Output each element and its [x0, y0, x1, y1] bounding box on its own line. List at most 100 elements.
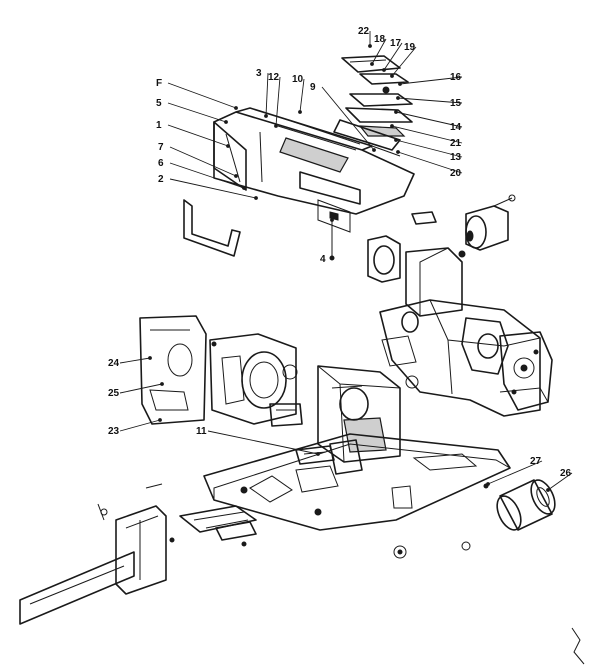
margin-mark: [571, 627, 585, 665]
callout-1: 1: [156, 120, 230, 148]
callout-10: 10: [292, 74, 305, 114]
callout-9: 9: [310, 82, 376, 152]
callout-number: 17: [390, 38, 402, 49]
callout-4: 4: [320, 218, 334, 265]
callout-arrow-tip: [242, 186, 246, 190]
callout-27: 27: [486, 456, 543, 486]
callout-3: 3: [256, 68, 269, 118]
callout-number: 22: [358, 26, 370, 37]
callout-11: 11: [196, 426, 320, 456]
callout-leader-line: [391, 125, 463, 144]
callout-leader-line: [119, 383, 163, 394]
callout-arrow-tip: [274, 124, 278, 128]
callout-arrow-tip: [382, 68, 386, 72]
callout-number: 18: [374, 34, 386, 45]
callout-arrow-tip: [330, 218, 334, 222]
callout-arrow-tip: [224, 120, 228, 124]
callout-arrow-tip: [254, 196, 258, 200]
callout-15: 15: [396, 96, 463, 109]
callout-14: 14: [394, 110, 463, 133]
callout-arrow-tip: [234, 106, 238, 110]
callout-number: 19: [404, 42, 416, 53]
callout-arrow-tip: [486, 482, 490, 486]
callout-number: 13: [450, 152, 462, 163]
callout-F: F: [156, 78, 238, 110]
callout-arrow-tip: [298, 110, 302, 114]
callout-24: 24: [108, 356, 152, 369]
callout-number: 24: [108, 358, 120, 369]
callout-leader-line: [547, 472, 573, 491]
callout-leader-line: [383, 42, 403, 71]
callout-number: 15: [450, 98, 462, 109]
callout-16: 16: [398, 72, 463, 86]
callout-leader-line: [399, 76, 463, 85]
callout-arrow-tip: [234, 174, 238, 178]
callout-number: 20: [450, 168, 462, 179]
callout-number: 23: [108, 426, 120, 437]
callout-13: 13: [394, 138, 463, 163]
callout-19: 19: [390, 42, 417, 78]
callout-arrow-tip: [316, 452, 320, 456]
callout-6: 6: [158, 158, 246, 190]
callout-arrow-tip: [264, 114, 268, 118]
callout-number: 12: [268, 72, 280, 83]
callout-number: 11: [196, 426, 207, 437]
callout-7: 7: [158, 142, 238, 178]
callout-leader-line: [395, 111, 463, 128]
callout-leader-line: [167, 102, 227, 123]
callout-number: 2: [158, 174, 164, 185]
callout-leader-line: [275, 76, 281, 127]
callout-leader-line: [391, 46, 417, 77]
callout-number: 14: [450, 122, 462, 133]
callout-26: 26: [546, 468, 573, 492]
callout-leader-line: [487, 460, 543, 485]
callout-leader-line: [321, 86, 375, 151]
callout-number: 7: [158, 142, 164, 153]
callout-number: 10: [292, 74, 304, 85]
projection-lens: [496, 479, 556, 531]
top-small-parts: [333, 55, 413, 157]
callout-leader-line: [371, 38, 387, 65]
callout-23: 23: [108, 418, 162, 437]
callout-leader-line: [167, 82, 237, 109]
callout-arrow-tip: [158, 418, 162, 422]
callout-arrow-tip: [394, 110, 398, 114]
callout-leader-line: [397, 151, 463, 174]
callout-leader-line: [169, 146, 237, 177]
callout-leader-line: [169, 178, 257, 199]
callout-number: F: [156, 78, 162, 89]
callout-arrow-tip: [396, 96, 400, 100]
callout-22: 22: [358, 26, 372, 48]
callout-arrow-tip: [396, 150, 400, 154]
callout-number: 9: [310, 82, 316, 93]
left-side-panels: [139, 315, 298, 425]
callout-12: 12: [268, 72, 281, 128]
callout-number: 6: [158, 158, 164, 169]
callout-number: 16: [450, 72, 462, 83]
callout-leader-line: [395, 139, 463, 158]
callout-17: 17: [382, 38, 403, 72]
callout-21: 21: [390, 124, 463, 149]
callout-number: 3: [256, 68, 262, 79]
motor-assembly: [411, 194, 516, 258]
callout-arrow-tip: [398, 82, 402, 86]
callout-arrow-tip: [546, 488, 550, 492]
callout-number: 5: [156, 98, 162, 109]
callout-leader-line: [299, 78, 305, 113]
callout-arrow-tip: [370, 62, 374, 66]
callout-leader-line: [397, 97, 463, 104]
callout-arrow-tip: [390, 124, 394, 128]
callout-leader-line: [169, 162, 245, 189]
callout-leader-line: [207, 430, 319, 455]
callout-number: 21: [450, 138, 462, 149]
slide-carrier: [19, 483, 471, 625]
callout-arrow-tip: [368, 44, 372, 48]
callout-arrow-tip: [226, 144, 230, 148]
callout-18: 18: [370, 34, 387, 66]
callout-arrow-tip: [390, 74, 394, 78]
callout-number: 25: [108, 388, 120, 399]
callout-number: 4: [320, 254, 326, 265]
callout-number: 1: [156, 120, 162, 131]
chassis-frame: [367, 235, 553, 417]
callout-arrow-tip: [372, 148, 376, 152]
